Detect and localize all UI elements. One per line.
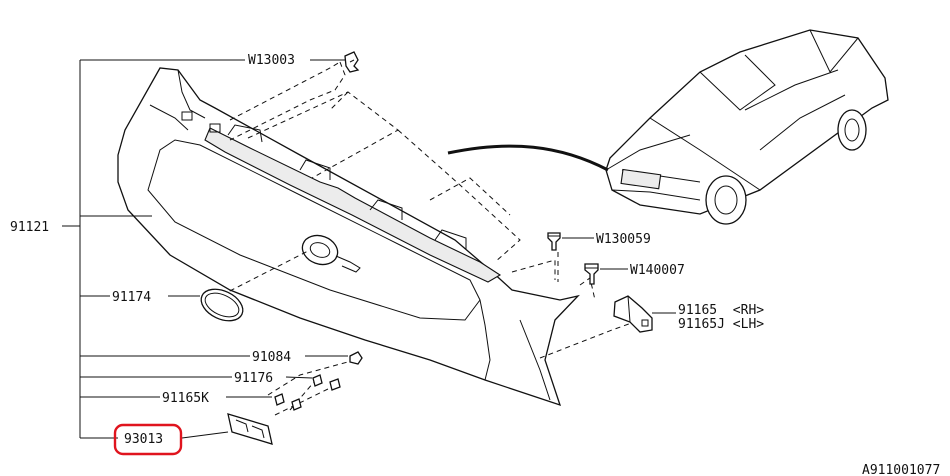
emblem-93013 — [227, 413, 273, 445]
label-w140007: W140007 — [630, 263, 685, 278]
cap-91174 — [200, 288, 244, 322]
leader-lines — [62, 59, 676, 439]
pointer-curve — [447, 144, 609, 172]
label-91174: 91174 — [112, 290, 151, 305]
fastener-w130059 — [547, 232, 561, 251]
fastener-w140007 — [584, 263, 599, 285]
clip-w13003 — [344, 51, 360, 73]
clip-91176 — [312, 374, 341, 391]
front-bumper — [117, 67, 580, 407]
highlight-93013 — [113, 423, 183, 456]
figure-id: A911001077 — [862, 463, 940, 476]
bracket-91165 — [613, 295, 653, 333]
label-91165k: 91165K — [162, 391, 209, 406]
label-91084: 91084 — [252, 350, 291, 365]
label-91165j-lh: 91165J <LH> — [678, 317, 764, 332]
label-w13003: W13003 — [248, 53, 295, 68]
label-w130059: W130059 — [596, 232, 651, 247]
label-91165-rh: 91165 <RH> — [678, 303, 764, 318]
label-91176: 91176 — [234, 371, 273, 386]
clip-91165k — [274, 393, 302, 411]
car-illustration — [605, 29, 889, 225]
label-91121: 91121 — [10, 220, 49, 235]
label-93013: 93013 — [124, 432, 163, 447]
nut-91084 — [349, 351, 363, 365]
